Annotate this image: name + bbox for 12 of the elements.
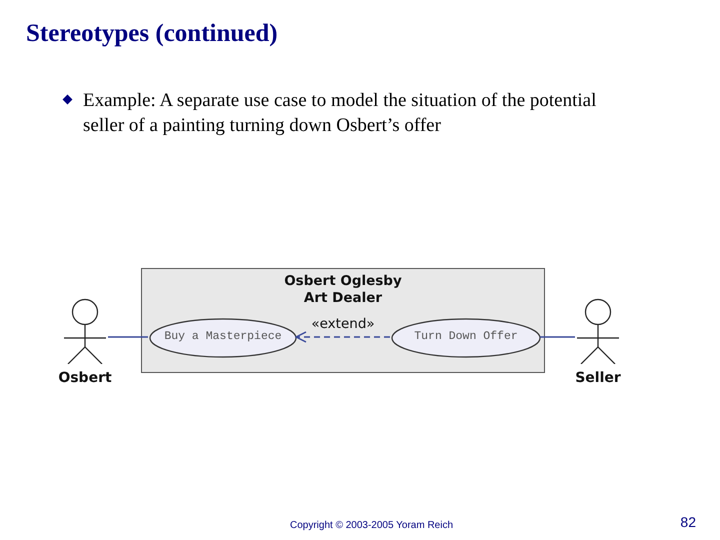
actor-name: Osbert (57, 370, 113, 386)
copyright-note: Copyright © 2003-2005 Yoram Reich (290, 519, 454, 533)
use-case-label: Turn Down Offer (413, 330, 519, 343)
page-number: 82 (679, 513, 696, 532)
use-case-label: Buy a Masterpiece (163, 330, 283, 343)
system-name: Osbert Oglesby Art Dealer (283, 273, 403, 307)
actor-name: Seller (574, 370, 622, 386)
use-case-ellipse (391, 318, 541, 358)
use-case-ellipse (149, 318, 297, 358)
slide-title: Stereotypes (continued) (26, 20, 278, 48)
bullet-text: Example: A separate use case to model the situation of the potential seller of a painting turning down Osbert’s offer (83, 89, 598, 138)
system-boundary (141, 268, 545, 373)
